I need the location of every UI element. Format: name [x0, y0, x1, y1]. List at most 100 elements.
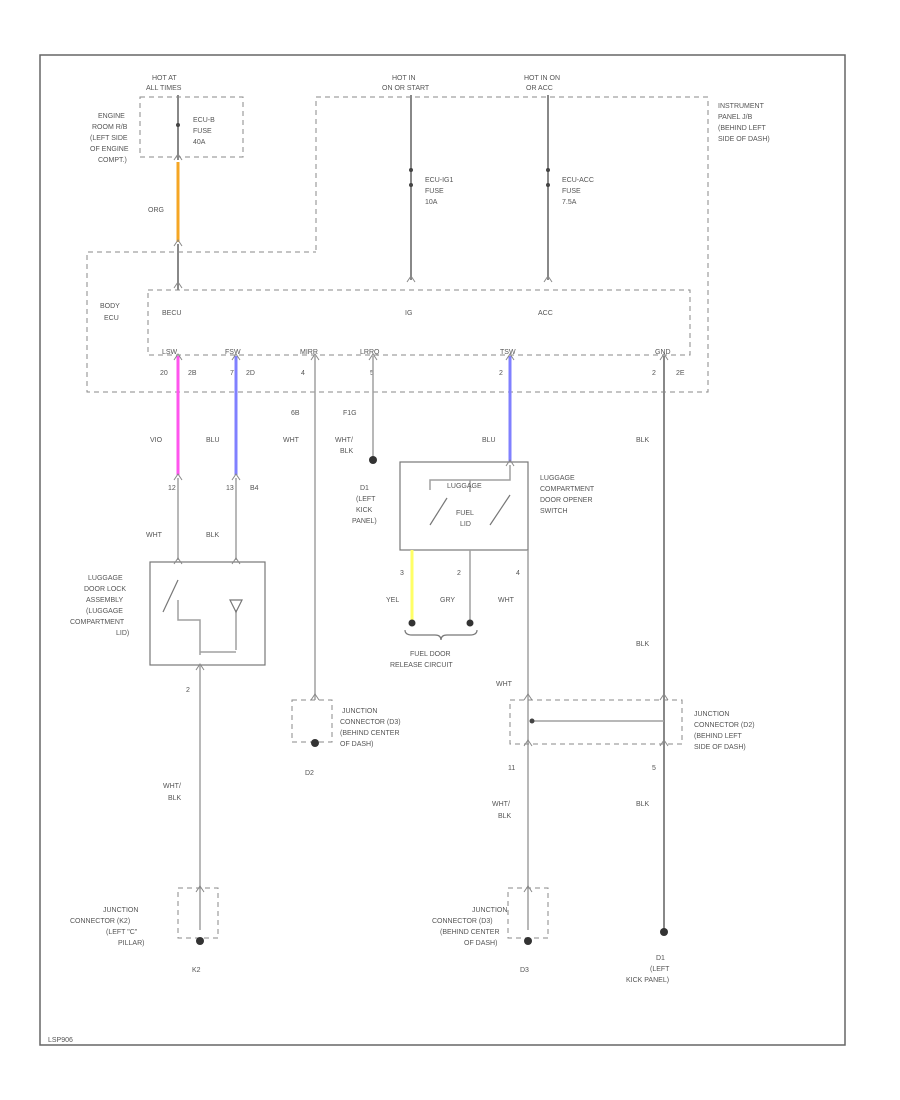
switch-contact-luggage	[429, 497, 448, 526]
ground-d3-point	[524, 937, 532, 945]
junction-k2-line-4: PILLAR)	[118, 940, 144, 947]
junction-d3-line-2: CONNECTOR (D3)	[340, 719, 401, 726]
ground-k2-point	[196, 937, 204, 945]
ground-d2-label: D2	[305, 770, 314, 777]
luggage-switch-line-2: COMPARTMENT	[540, 486, 595, 493]
junction-d3b-line-4: OF DASH)	[464, 940, 497, 947]
footer-code: LSP906	[48, 1037, 73, 1044]
wire-blu-left-label: BLU	[206, 437, 220, 444]
engine-room-line-4: OF ENGINE	[90, 146, 129, 153]
hot-at-label: HOT AT	[152, 75, 177, 82]
door-lock-line-1: LUGGAGE	[88, 575, 123, 582]
pin-num-2d: 2D	[246, 370, 255, 377]
switch-pin-2: 2	[457, 570, 461, 577]
pin-num-7: 7	[230, 370, 234, 377]
acc-fuse-dot-top	[546, 168, 550, 172]
all-times-label: ALL TIMES	[146, 85, 182, 92]
fuel-door-brace	[404, 629, 478, 641]
switch-luggage-label: LUGGAGE	[447, 483, 482, 490]
becu-terminal-label: BECU	[162, 310, 181, 317]
junction-d2-line-2: CONNECTOR (D2)	[694, 722, 755, 729]
door-lock-line-6: LID)	[116, 630, 129, 637]
ecu-ig-fuse-line-2: FUSE	[425, 188, 444, 195]
pin-num-5: 5	[370, 370, 374, 377]
wire-whtblk3-line-1: WHT/	[492, 801, 510, 808]
ground-k2-label: K2	[192, 967, 201, 974]
junction-d3b-line-2: CONNECTOR (D3)	[432, 918, 493, 925]
diagram-frame	[39, 54, 846, 1046]
or-acc-label: OR ACC	[526, 85, 553, 92]
pin-gnd-label: GND	[655, 349, 671, 356]
junction-k2-line-2: CONNECTOR (K2)	[70, 918, 130, 925]
junction-k2-line-3: (LEFT "C"	[106, 929, 138, 936]
ecub-fuse-line-3: 40A	[193, 139, 206, 146]
ground-point-f1g	[369, 456, 377, 464]
fuel-door-terminal-1	[408, 619, 416, 627]
pin-num-2e: 2E	[676, 370, 685, 377]
door-lock-line-4: (LUGGAGE	[86, 608, 123, 615]
ecu-ig-fuse-line-1: ECU-IG1	[425, 177, 454, 184]
door-lock-pin-12: 12	[168, 485, 176, 492]
ground-d3-label: D3	[520, 967, 529, 974]
junction-d3b-line-1: JUNCTION	[472, 907, 507, 914]
switch-pin-3: 3	[400, 570, 404, 577]
pin-num-2: 2	[499, 370, 503, 377]
wire-wht-lock-label: WHT	[146, 532, 163, 539]
wire-whtblk-line-2: BLK	[340, 448, 354, 455]
acc-fuse-dot-bottom	[546, 183, 550, 187]
door-lock-line-2: DOOR LOCK	[84, 586, 126, 593]
engine-room-line-3: (LEFT SIDE	[90, 135, 128, 142]
wire-vio-label: VIO	[150, 437, 163, 444]
pin-fsw-label: FSW	[225, 349, 241, 356]
door-lock-internal	[177, 600, 201, 655]
pin-num-4: 4	[301, 370, 305, 377]
junction-d2-line-4: SIDE OF DASH)	[694, 744, 746, 751]
junction-d3b-line-3: (BEHIND CENTER	[440, 929, 500, 936]
junction-d3-line-3: (BEHIND CENTER	[340, 730, 400, 737]
fuel-door-line-2: RELEASE CIRCUIT	[390, 662, 453, 669]
wire-whtblk2-line-1: WHT/	[163, 783, 181, 790]
instrument-panel-line-1: INSTRUMENT	[718, 103, 765, 110]
junction-d2-dot-left	[529, 718, 535, 724]
door-lock-motor-symbol	[229, 599, 243, 614]
wire-blk-gnd-label: BLK	[636, 437, 650, 444]
wire-whtblk3-line-2: BLK	[498, 813, 512, 820]
door-lock-line-5: COMPARTMENT	[70, 619, 125, 626]
door-lock-pin-2: 2	[186, 687, 190, 694]
pin-num-20: 20	[160, 370, 168, 377]
d1-line-2: (LEFT	[356, 496, 376, 503]
door-lock-line-3: ASSEMBLY	[86, 597, 124, 604]
wire-wht4-label: WHT	[496, 681, 513, 688]
junction-k2-box	[177, 887, 219, 939]
junction-k2-line-1: JUNCTION	[103, 907, 138, 914]
hot-in-run-label: HOT IN	[392, 75, 416, 82]
junction-d2-box	[509, 699, 683, 745]
pin-num-2-gnd: 2	[652, 370, 656, 377]
engine-room-box	[139, 96, 244, 158]
ecu-acc-fuse-line-3: 7.5A	[562, 199, 577, 206]
pin-tsw-label: TSW	[500, 349, 516, 356]
ecu-ig-fuse-line-3: 10A	[425, 199, 438, 206]
hot-in-acc-label: HOT IN ON	[524, 75, 560, 82]
wire-blu-tsw-label: BLU	[482, 437, 496, 444]
door-lock-pin-b4: B4	[250, 485, 259, 492]
instrument-panel-line-4: SIDE OF DASH)	[718, 136, 770, 143]
on-or-start-label: ON OR START	[382, 85, 430, 92]
wire-wht-switch-label: WHT	[498, 597, 515, 604]
pin-mir-label: MIRR	[300, 349, 318, 356]
wire-blk3-label: BLK	[636, 801, 650, 808]
junction-d3-line-1: JUNCTION	[342, 708, 377, 715]
junction-d2-pin-5: 5	[652, 765, 656, 772]
ground-d1-line-1: D1	[656, 955, 665, 962]
body-ecu-label-2: ECU	[104, 315, 119, 322]
instrument-panel-line-3: (BEHIND LEFT	[718, 125, 767, 132]
d1-line-3: KICK	[356, 507, 373, 514]
luggage-switch-line-4: SWITCH	[540, 508, 568, 515]
luggage-switch-line-3: DOOR OPENER	[540, 497, 593, 504]
wire-whtblk2-line-2: BLK	[168, 795, 182, 802]
switch-fuel-label: FUEL	[456, 510, 474, 517]
fuel-door-terminal-2	[466, 619, 474, 627]
ecub-fuse-line-1: ECU-B	[193, 117, 215, 124]
ecu-acc-fuse-line-1: ECU-ACC	[562, 177, 594, 184]
